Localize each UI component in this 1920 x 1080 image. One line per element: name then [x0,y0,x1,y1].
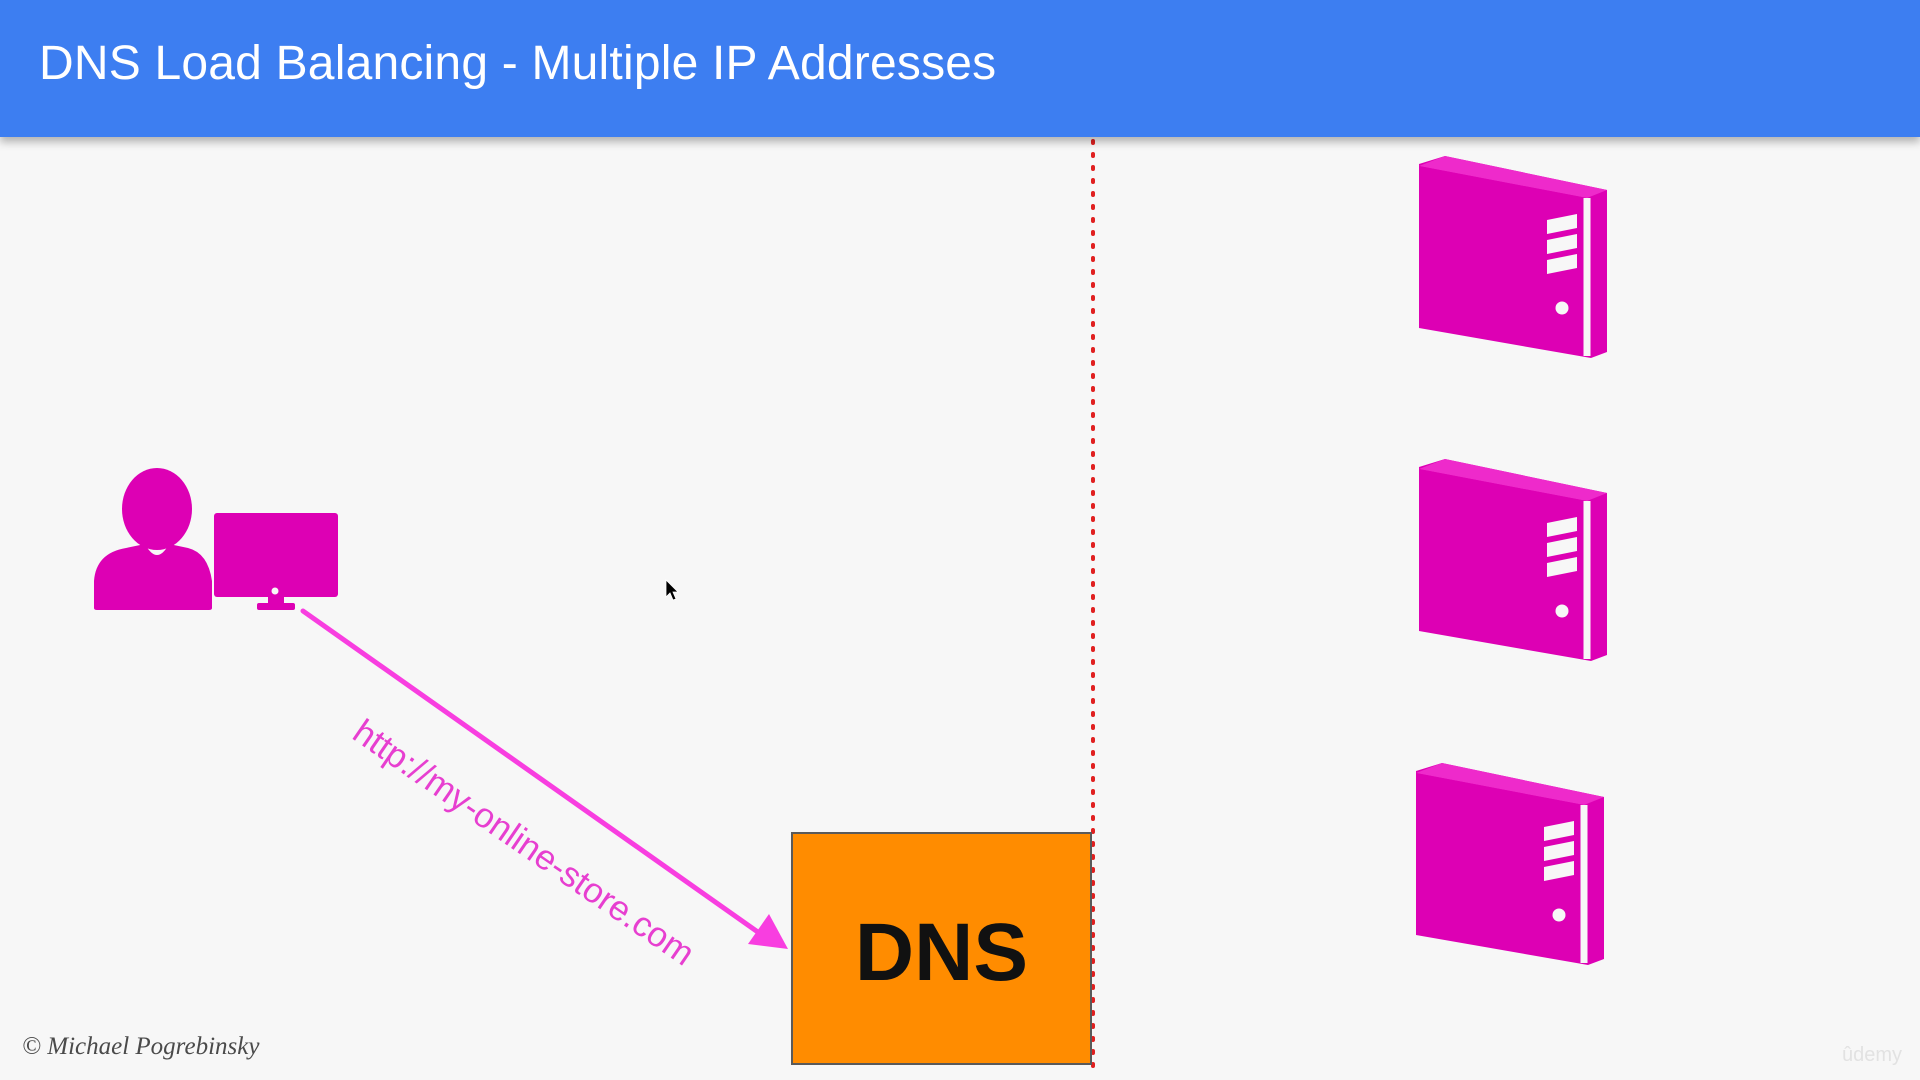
dns-server-box: DNS [791,832,1092,1065]
computer-monitor-icon [214,513,338,610]
copyright-notice: © Michael Pogrebinsky [22,1033,260,1060]
server-tower-icon [1416,763,1604,965]
user-icon [94,468,212,610]
server-tower-icon [1419,459,1607,661]
mouse-pointer-icon [665,579,679,601]
slide-header: DNS Load Balancing - Multiple IP Address… [0,0,1920,137]
request-arrow [300,608,788,949]
server-tower-icon [1419,156,1607,358]
slide-title: DNS Load Balancing - Multiple IP Address… [39,37,997,90]
udemy-watermark: ûdemy [1842,1044,1903,1066]
dns-label: DNS [854,906,1029,998]
